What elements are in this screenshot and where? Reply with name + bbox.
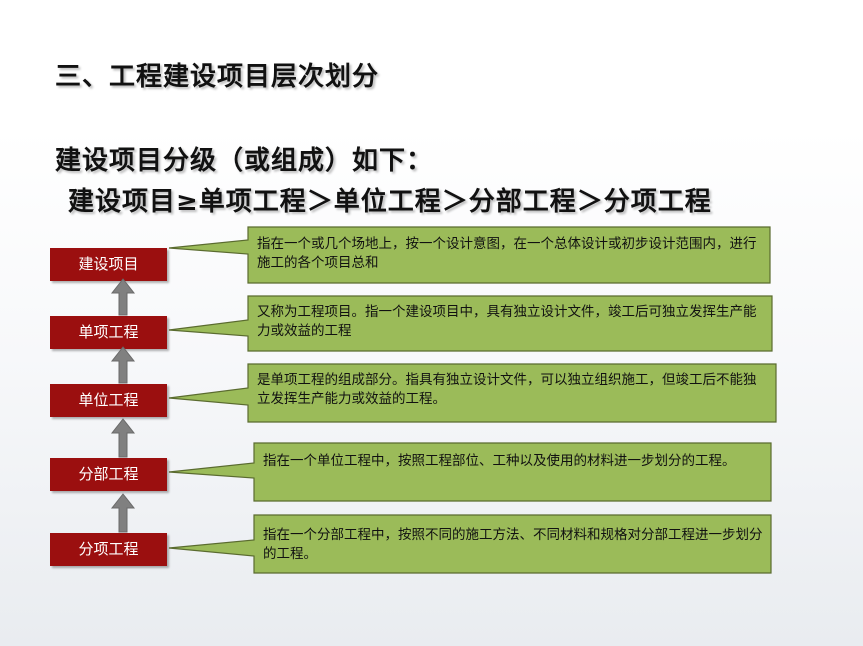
up-arrow-icon [110,493,136,533]
hierarchy-formula: 建设项目≥单项工程＞单位工程＞分部工程＞分项工程 [68,187,712,217]
level-box-single-item: 单项工程 [50,316,167,349]
callout-text-5: 指在一个分部工程中，按照不同的施工方法、不同材料和规格对分部工程进一步划分的工程… [263,527,763,562]
level-box-construction-project: 建设项目 [50,248,167,281]
level-box-division: 分部工程 [50,458,167,491]
level-box-subitem: 分项工程 [50,533,167,566]
callout-text-1: 指在一个或几个场地上，按一个设计意图，在一个总体设计或初步设计范围内，进行施工的… [257,236,757,271]
callout-text-3: 是单项工程的组成部分。指具有独立设计文件，可以独立组织施工，但竣工后不能独立发挥… [257,372,757,407]
callout-text-4: 指在一个单位工程中，按照工程部位、工种以及使用的材料进一步划分的工程。 [263,453,736,469]
callout-text-2: 又称为工程项目。指一个建设项目中，具有独立设计文件，竣工后可独立发挥生产能力或效… [257,304,757,339]
subtitle: 建设项目分级（或组成）如下： [55,146,434,176]
level-box-unit: 单位工程 [50,384,167,417]
slide-title: 三、工程建设项目层次划分 [55,62,380,92]
up-arrow-icon [110,418,136,458]
up-arrow-icon [110,346,136,384]
up-arrow-icon [110,278,136,316]
